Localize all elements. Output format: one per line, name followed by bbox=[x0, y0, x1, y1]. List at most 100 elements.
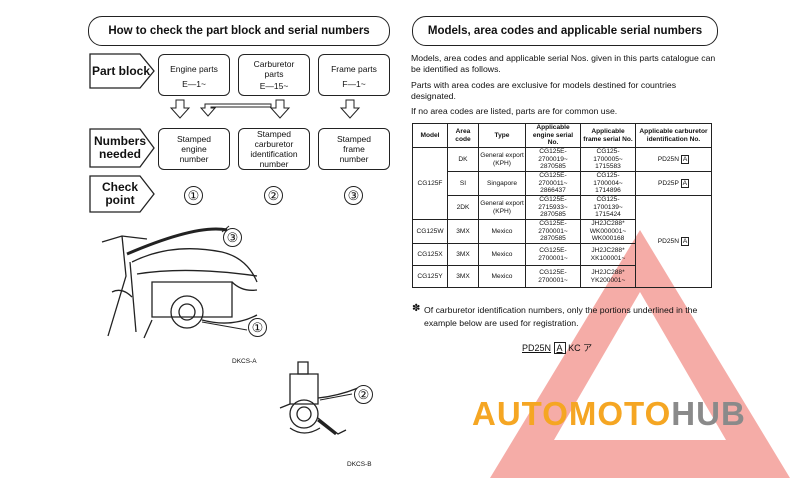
numbers-needed-label: Numbers needed bbox=[93, 134, 146, 161]
check-point-3-text: ③ bbox=[347, 187, 360, 203]
engine-parts-box: Engine parts E—1~ bbox=[158, 54, 230, 96]
header-type: Type bbox=[478, 123, 526, 148]
right-title-text: Models, area codes and applicable serial… bbox=[427, 25, 703, 37]
frame-cell: CG125- 1700004~ 1714896 bbox=[580, 171, 636, 196]
engine-cell: CG125E- 2700001~ 2870585 bbox=[525, 219, 581, 244]
intro-paragraph-1: Models, area codes and applicable serial… bbox=[411, 53, 716, 74]
type-cell: Mexico bbox=[478, 243, 526, 266]
header-engine-serial: Applicable engine serial No. bbox=[525, 123, 581, 148]
carb-code: PD25N bbox=[657, 237, 679, 245]
type-cell: Mexico bbox=[478, 219, 526, 244]
example-code-text: PD25N bbox=[522, 343, 552, 353]
table-row: CG125F DK General export (KPH) CG125E- 2… bbox=[412, 147, 712, 220]
area-cell: 3MX bbox=[447, 219, 479, 244]
callout-2: ② bbox=[354, 385, 373, 404]
area-cell: SI bbox=[447, 171, 479, 196]
callout-2-text: ② bbox=[357, 386, 370, 402]
table-row: 2DK General export (KPH) CG125E- 2715933… bbox=[413, 195, 712, 288]
callout-1-text: ① bbox=[251, 319, 264, 335]
area-cell: 3MX bbox=[447, 243, 479, 266]
check-point-1: ① bbox=[184, 186, 203, 205]
row-label-arrows bbox=[89, 53, 361, 213]
stamped-engine-box: Stamped engine number bbox=[158, 128, 230, 170]
table-row: CG125X 3MX Mexico CG125E- 2700001~ JH2JC… bbox=[412, 243, 712, 266]
header-model: Model bbox=[412, 123, 448, 148]
carb-code: PD25P bbox=[657, 179, 679, 187]
frame-cell: CG125- 1700005~ 1715583 bbox=[580, 147, 636, 172]
models-table: Model Area code Type Applicable engine s… bbox=[412, 123, 712, 288]
note-mark: ✽ bbox=[412, 303, 421, 314]
carburetor-parts-code: E—15~ bbox=[259, 81, 289, 91]
area-cell: 3MX bbox=[447, 265, 479, 288]
stamped-engine-text: Stamped engine number bbox=[176, 134, 212, 164]
frame-cell: JH2JC288* WK000001~ WK000168 bbox=[580, 219, 636, 244]
engine-cell: CG125E- 2700001~ bbox=[525, 265, 581, 288]
example-suffix: KC ア bbox=[568, 343, 593, 353]
engine-cell: CG125E- 2700001~ bbox=[525, 243, 581, 266]
table-header-row: Model Area code Type Applicable engine s… bbox=[412, 123, 712, 148]
carb-cell: PD25P A bbox=[635, 171, 712, 196]
watermark-logo: AUTOMOTOHUB bbox=[472, 395, 746, 433]
table-row: CG125Y 3MX Mexico CG125E- 2700001~ JH2JC… bbox=[412, 265, 712, 288]
example-code-box: A bbox=[553, 342, 566, 354]
header-carburetor-id: Applicable carburetor identification No. bbox=[635, 123, 712, 148]
engine-parts-label: Engine parts bbox=[170, 64, 218, 74]
intro-paragraph-2: Parts with area codes are exclusive for … bbox=[411, 80, 677, 101]
stamped-carburetor-text: Stamped carburetor identification number bbox=[250, 129, 298, 169]
watermark-text-hub: HUB bbox=[671, 395, 746, 432]
header-area-code: Area code bbox=[447, 123, 479, 148]
frame-parts-label: Frame parts bbox=[331, 64, 377, 74]
stamped-carburetor-box: Stamped carburetor identification number bbox=[238, 128, 310, 170]
motorcycle-illustration bbox=[101, 225, 258, 339]
figure-caption-a: DKCS-A bbox=[232, 358, 257, 365]
table-row: CG125W 3MX Mexico CG125E- 2700001~ 28705… bbox=[412, 219, 712, 244]
right-title: Models, area codes and applicable serial… bbox=[412, 16, 718, 46]
watermark-text-automoto: AUTOMOTO bbox=[472, 395, 672, 432]
carburetor-parts-label: Carburetor parts bbox=[253, 59, 295, 79]
engine-cell: CG125E- 2700019~ 2870585 bbox=[525, 147, 581, 172]
carburetor-parts-box: Carburetor parts E—15~ bbox=[238, 54, 310, 96]
stamped-frame-box: Stamped frame number bbox=[318, 128, 390, 170]
example-code: PD25N A KC ア bbox=[522, 341, 592, 354]
engine-parts-code: E—1~ bbox=[182, 79, 206, 89]
type-cell: General export (KPH) bbox=[478, 195, 526, 220]
check-point-1-text: ① bbox=[187, 187, 200, 203]
carb-cell-merged: PD25N A bbox=[635, 195, 712, 288]
frame-parts-code: F—1~ bbox=[342, 79, 366, 89]
frame-parts-box: Frame parts F—1~ bbox=[318, 54, 390, 96]
engine-cell: CG125E- 2715933~ 2870585 bbox=[525, 195, 581, 220]
header-frame-serial: Applicable frame serial No. bbox=[580, 123, 636, 148]
model-cell: CG125X bbox=[412, 243, 448, 266]
left-title-text: How to check the part block and serial n… bbox=[108, 25, 370, 37]
model-cell-cg125f: CG125F bbox=[412, 147, 448, 220]
frame-cell: JH2JC288* YK200001~ bbox=[580, 265, 636, 288]
type-cell: Mexico bbox=[478, 265, 526, 288]
callout-3-text: ③ bbox=[226, 229, 239, 245]
area-cell: 2DK bbox=[447, 195, 479, 220]
carb-code: PD25N bbox=[657, 155, 679, 163]
carburetor-illustration bbox=[279, 361, 359, 436]
note-text: Of carburetor identification numbers, on… bbox=[424, 305, 698, 328]
stamped-frame-text: Stamped frame number bbox=[336, 134, 372, 164]
model-cell: CG125W bbox=[412, 219, 448, 244]
model-cell: CG125Y bbox=[412, 265, 448, 288]
engine-cell: CG125E- 2700011~ 2866437 bbox=[525, 171, 581, 196]
check-point-2-text: ② bbox=[267, 187, 280, 203]
area-cell: DK bbox=[447, 147, 479, 172]
carb-cell: PD25N A bbox=[635, 147, 712, 172]
callout-3: ③ bbox=[223, 228, 242, 247]
figure-caption-b: DKCS-B bbox=[347, 461, 372, 468]
frame-cell: CG125- 1700139~ 1715424 bbox=[580, 195, 636, 220]
frame-cell: JH2JC288* XK100001~ bbox=[580, 243, 636, 266]
part-block-label: Part block bbox=[91, 63, 151, 78]
intro-paragraph-3: If no area codes are listed, parts are f… bbox=[411, 106, 618, 116]
left-title: How to check the part block and serial n… bbox=[88, 16, 390, 46]
type-cell: Singapore bbox=[478, 171, 526, 196]
check-point-3: ③ bbox=[344, 186, 363, 205]
check-point-label: Check point bbox=[101, 180, 139, 207]
table-row: SI Singapore CG125E- 2700011~ 2866437 CG… bbox=[413, 171, 712, 196]
callout-1: ① bbox=[248, 318, 267, 337]
check-point-2: ② bbox=[264, 186, 283, 205]
watermark-triangle bbox=[490, 230, 790, 478]
type-cell: General export (KPH) bbox=[478, 147, 526, 172]
